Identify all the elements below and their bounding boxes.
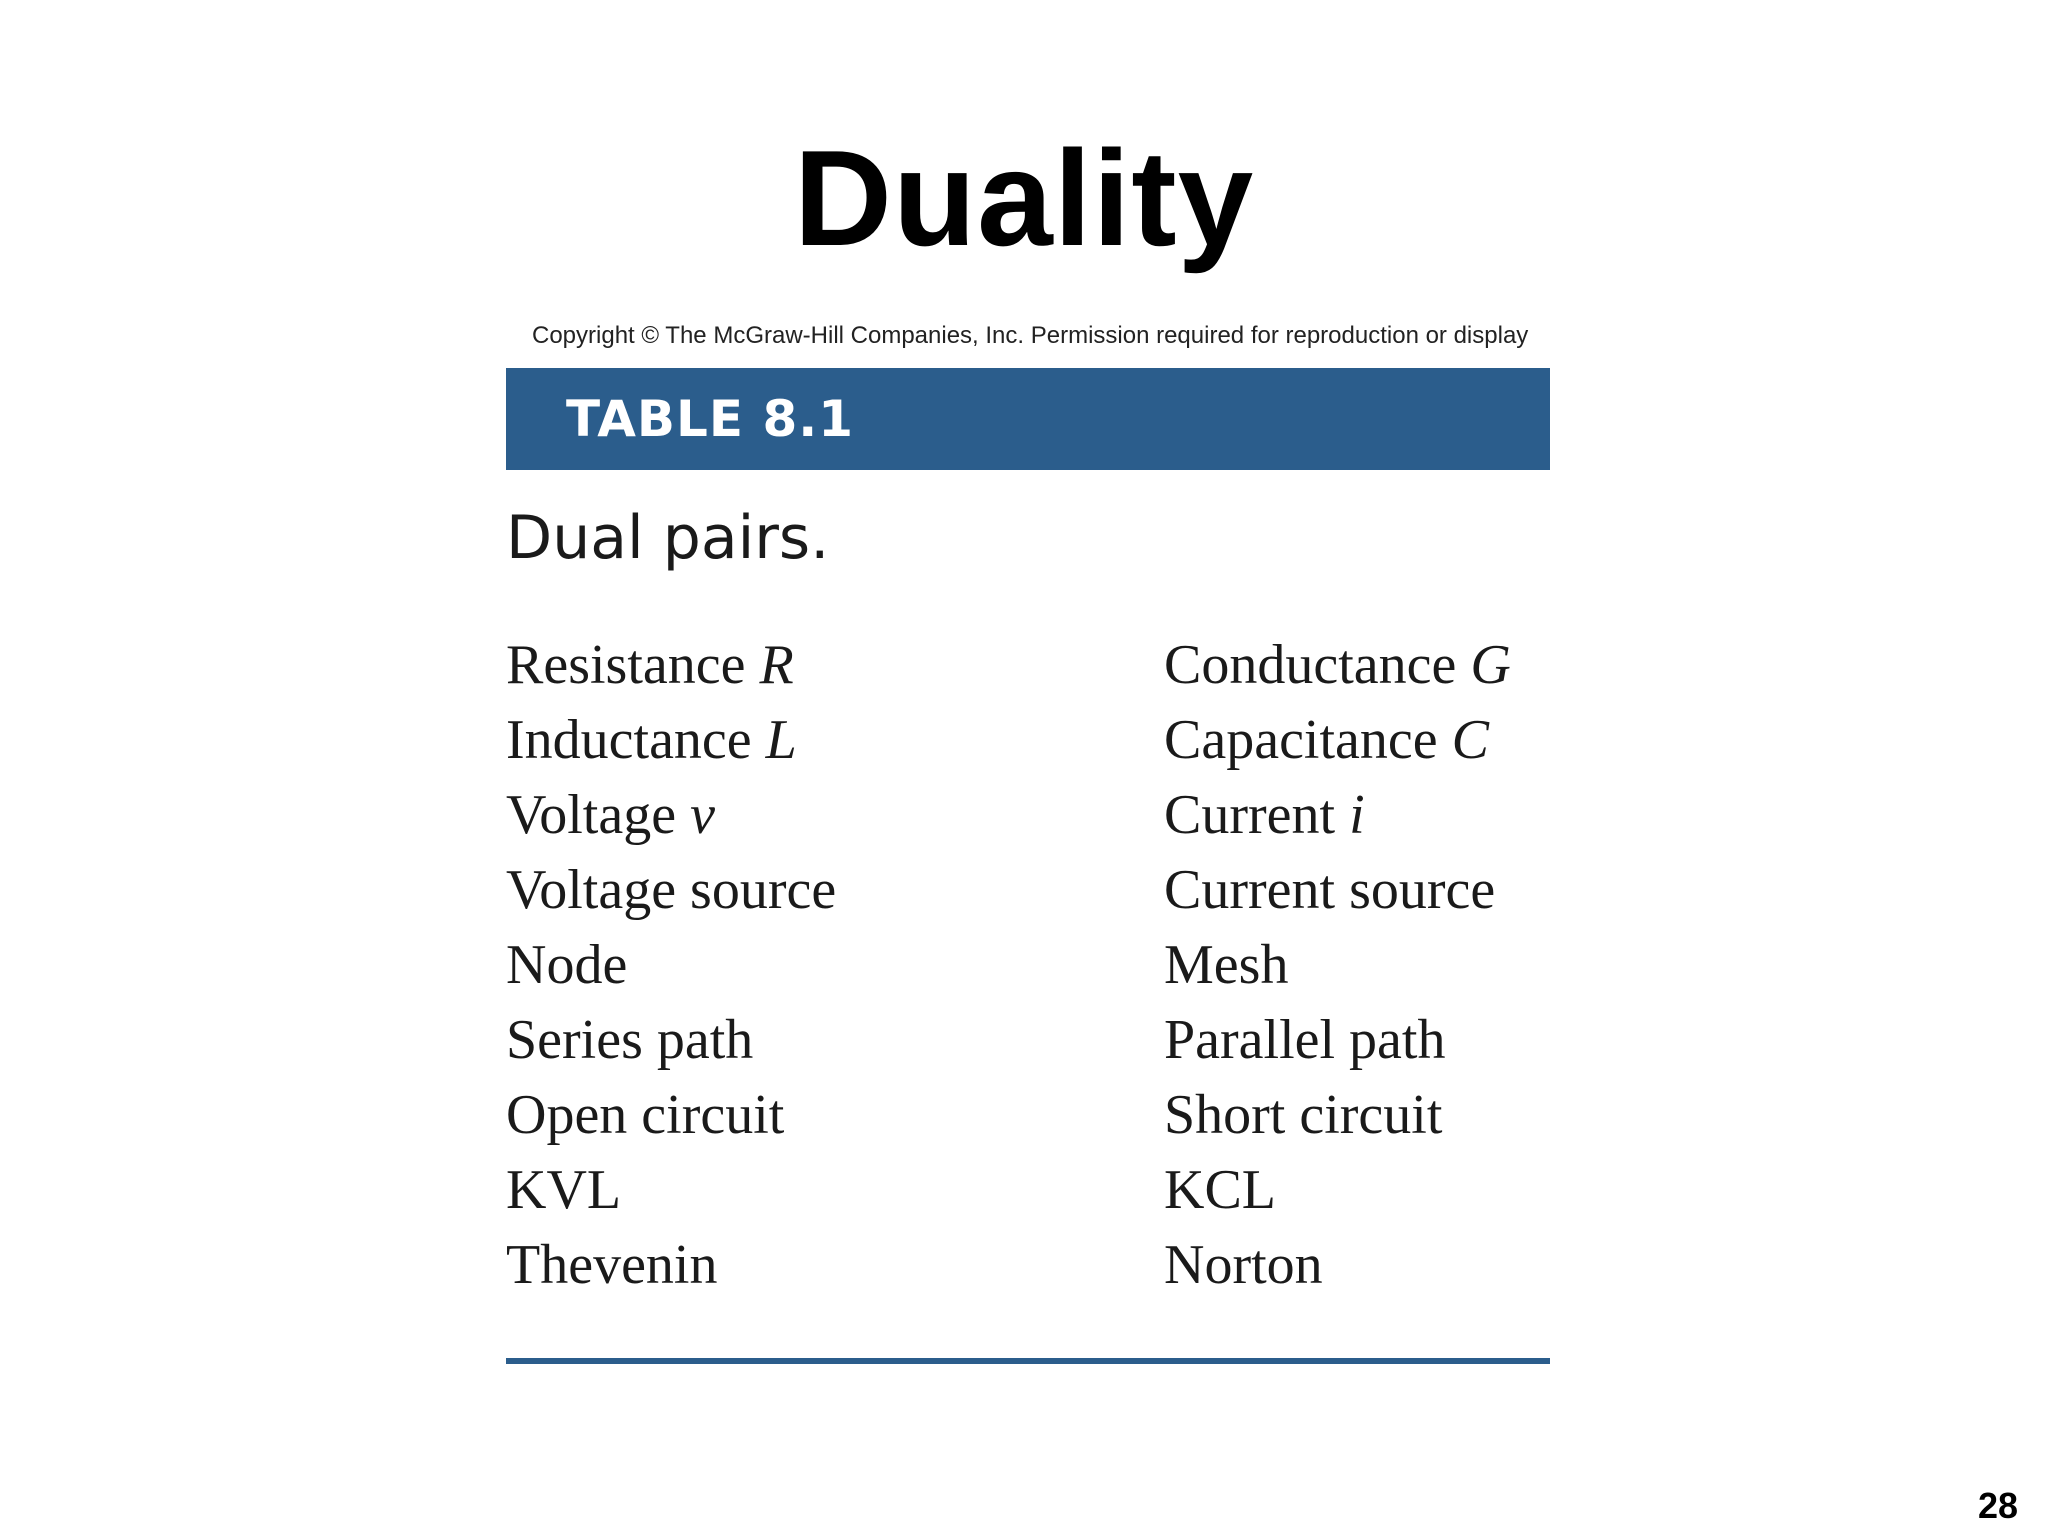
right-term: Current i — [1164, 778, 1365, 853]
term-label: Short circuit — [1164, 1084, 1443, 1146]
table-row: Inductance L Capacitance C — [506, 703, 1550, 778]
left-term: Series path — [506, 1003, 753, 1078]
term-label: Thevenin — [506, 1234, 718, 1296]
term-label: Voltage source — [506, 859, 837, 921]
copyright-notice: Copyright © The McGraw-Hill Companies, I… — [532, 322, 1529, 349]
left-term: Open circuit — [506, 1078, 784, 1153]
term-label: Parallel path — [1164, 1009, 1446, 1071]
term-label: Resistance — [506, 634, 746, 696]
term-symbol: L — [765, 709, 797, 771]
left-term: Voltage v — [506, 778, 715, 853]
term-label: Current source — [1164, 859, 1496, 921]
right-term: Capacitance C — [1164, 703, 1489, 778]
left-term: KVL — [506, 1153, 621, 1228]
term-symbol: v — [690, 784, 715, 846]
table-label: TABLE 8.1 — [566, 390, 855, 448]
term-label: Capacitance — [1164, 709, 1438, 771]
left-term: Voltage source — [506, 853, 836, 928]
term-label: Mesh — [1164, 934, 1289, 996]
table-row: Resistance R Conductance G — [506, 628, 1550, 703]
right-term: Current source — [1164, 853, 1495, 928]
term-label: KCL — [1164, 1159, 1276, 1221]
table-bottom-rule — [506, 1358, 1550, 1364]
table-row: Series path Parallel path — [506, 1003, 1550, 1078]
term-label: Norton — [1164, 1234, 1323, 1296]
term-label: Inductance — [506, 709, 752, 771]
right-term: Norton — [1164, 1228, 1323, 1303]
term-symbol: G — [1470, 634, 1511, 696]
table-row: Open circuit Short circuit — [506, 1078, 1550, 1153]
table-row: Voltage v Current i — [506, 778, 1550, 853]
right-term: Short circuit — [1164, 1078, 1442, 1153]
term-label: KVL — [506, 1159, 622, 1221]
term-label: Voltage — [506, 784, 677, 846]
term-label: Node — [506, 934, 628, 996]
right-term: KCL — [1164, 1153, 1276, 1228]
term-label: Conductance — [1164, 634, 1457, 696]
table-banner: TABLE 8.1 — [506, 368, 1550, 470]
term-label: Open circuit — [506, 1084, 785, 1146]
slide-title: Duality — [793, 122, 1255, 274]
table-caption: Dual pairs. — [506, 503, 830, 573]
term-symbol: R — [759, 634, 794, 696]
table-row: Thevenin Norton — [506, 1228, 1550, 1303]
term-symbol: i — [1349, 784, 1365, 846]
term-label: Series path — [506, 1009, 754, 1071]
right-term: Parallel path — [1164, 1003, 1445, 1078]
table-row: Voltage source Current source — [506, 853, 1550, 928]
term-label: Current — [1164, 784, 1336, 846]
term-symbol: C — [1451, 709, 1489, 771]
right-term: Conductance G — [1164, 628, 1511, 703]
page-number: 28 — [1977, 1485, 2018, 1526]
left-term: Node — [506, 928, 627, 1003]
dual-pairs-table: Resistance R Conductance G Inductance L … — [506, 628, 1550, 1303]
right-term: Mesh — [1164, 928, 1288, 1003]
left-term: Thevenin — [506, 1228, 717, 1303]
left-term: Inductance L — [506, 703, 797, 778]
table-row: Node Mesh — [506, 928, 1550, 1003]
table-row: KVL KCL — [506, 1153, 1550, 1228]
left-term: Resistance R — [506, 628, 794, 703]
